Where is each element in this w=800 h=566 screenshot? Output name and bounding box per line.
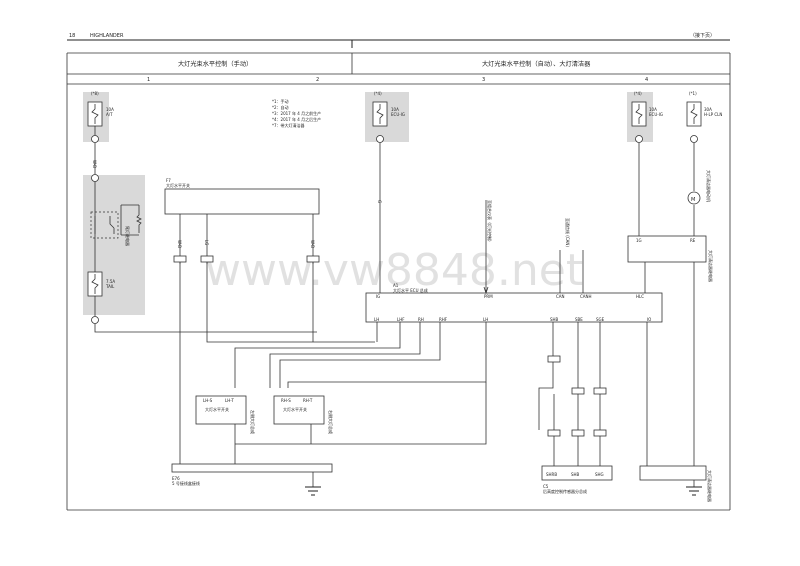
fuse-2: 7.5A TAIL [87, 271, 115, 297]
svg-text:SBE: SBE [575, 317, 583, 322]
svg-text:(*1): (*1) [689, 91, 697, 96]
svg-text:(*4): (*4) [374, 91, 382, 96]
svg-text:大灯清洁器继电器: 大灯清洁器继电器 [707, 470, 713, 502]
headlight-leveling-ecu: A1 大灯水平 ECU 总成 IG PRM CAN CANH HLC LH LH… [365, 283, 663, 323]
svg-text:30A: 30A [704, 107, 712, 112]
svg-text:E76: E76 [172, 476, 180, 481]
svg-text:*2：自动: *2：自动 [272, 104, 289, 110]
fuse-3: (*4) 10A ECU-IG [372, 91, 405, 127]
svg-text:*1：手动: *1：手动 [272, 98, 289, 104]
washer-motor [687, 191, 701, 205]
svg-text:10A: 10A [649, 107, 657, 112]
ground-symbol-2 [686, 486, 702, 496]
svg-text:大灯水平开关: 大灯水平开关 [205, 406, 229, 412]
svg-text:5 号接线盒接线: 5 号接线盒接线 [172, 480, 200, 486]
svg-text:至组合仪表（灯光控制）: 至组合仪表（灯光控制） [487, 200, 493, 244]
svg-text:TAIL: TAIL [105, 284, 115, 289]
svg-text:G: G [377, 200, 382, 203]
svg-text:大灯水平开关: 大灯水平开关 [283, 406, 307, 412]
svg-text:W-B: W-B [92, 160, 97, 168]
svg-text:1G: 1G [636, 238, 642, 243]
section-title-manual: 大灯光束水平控制（手动） [178, 60, 252, 68]
svg-text:F7: F7 [166, 178, 171, 183]
svg-text:SGE: SGE [596, 317, 605, 322]
svg-text:SHB: SHB [550, 317, 559, 322]
watermark: www.vw8848.net [205, 245, 583, 296]
column-3: 3 [482, 77, 485, 83]
svg-text:SHG: SHG [595, 472, 604, 477]
svg-text:LG: LG [204, 240, 209, 245]
rear-height-sensor: SHRB SHB SHG C5 后高度控制传感器分总成 [541, 465, 613, 494]
svg-text:W-B: W-B [177, 240, 182, 248]
svg-text:CAN: CAN [556, 294, 565, 299]
svg-text:W-B: W-B [310, 240, 315, 248]
svg-text:至通信线 (CAN): 至通信线 (CAN) [565, 218, 571, 247]
svg-text:(*4): (*4) [634, 91, 642, 96]
svg-text:SHRB: SHRB [546, 472, 557, 477]
f7-headlight-switch: F7 大灯水平开关 [164, 178, 320, 215]
fuse-5: (*1) 30A H-LP CLN [686, 91, 722, 127]
svg-text:*4：2017 年 4 月之后生产: *4：2017 年 4 月之后生产 [272, 116, 321, 122]
svg-text:右侧大灯总成: 右侧大灯总成 [328, 410, 334, 434]
continued-label: （接下页） [690, 32, 715, 39]
column-1: 1 [147, 77, 150, 83]
svg-text:10A: 10A [391, 107, 399, 112]
fuse-1: (*8) 10A A/T [87, 91, 114, 127]
fuse-4: (*4) 10A ECU-IG [631, 91, 663, 127]
svg-text:IO: IO [647, 317, 651, 322]
svg-text:RH-S: RH-S [281, 398, 291, 403]
svg-text:大灯水平开关: 大灯水平开关 [166, 182, 190, 188]
svg-text:LHF: LHF [397, 317, 405, 322]
svg-text:RE: RE [690, 238, 696, 243]
ground-symbol-1 [305, 486, 321, 496]
svg-text:RH: RH [418, 317, 424, 322]
svg-text:10A: 10A [106, 107, 114, 112]
svg-text:ECU-IG: ECU-IG [391, 112, 405, 117]
svg-text:LH: LH [483, 317, 488, 322]
svg-text:LH-T: LH-T [225, 398, 234, 403]
svg-text:后高度控制传感器分总成: 后高度控制传感器分总成 [543, 488, 587, 494]
svg-text:RHF: RHF [439, 317, 448, 322]
svg-text:IG: IG [376, 294, 380, 299]
svg-text:尾灯继电器: 尾灯继电器 [125, 226, 131, 246]
svg-text:A1: A1 [393, 283, 399, 288]
svg-text:M: M [691, 197, 695, 203]
svg-text:PRM: PRM [484, 294, 493, 299]
connectors [91, 135, 698, 324]
model-name: HIGHLANDER [90, 33, 124, 39]
svg-text:大灯清洁器继电器: 大灯清洁器继电器 [708, 250, 714, 282]
legend-notes: *1：手动 *2：自动 *3：2017 年 4 月之前生产 *4：2017 年 … [272, 98, 321, 128]
svg-text:HLC: HLC [636, 294, 644, 299]
rhs-leveling-motor: 大灯水平开关 RH-S RH-T 右侧大灯总成 [273, 395, 334, 434]
svg-text:H-LP CLN: H-LP CLN [704, 112, 722, 117]
svg-text:7.5A: 7.5A [106, 279, 115, 284]
svg-text:LH-S: LH-S [203, 398, 213, 403]
svg-text:CANH: CANH [580, 294, 592, 299]
svg-text:*3：2017 年 4 月之前生产: *3：2017 年 4 月之前生产 [272, 110, 321, 116]
svg-text:大灯清洁器电动机: 大灯清洁器电动机 [706, 170, 712, 202]
column-2: 2 [316, 77, 319, 83]
svg-text:ECU-IG: ECU-IG [649, 112, 663, 117]
svg-text:大灯水平 ECU 总成: 大灯水平 ECU 总成 [393, 287, 428, 293]
svg-text:SHB: SHB [571, 472, 580, 477]
svg-text:左侧大灯总成: 左侧大灯总成 [250, 410, 256, 434]
column-4: 4 [645, 77, 648, 83]
section-title-auto: 大灯光束水平控制（自动）、大灯清洁器 [482, 60, 591, 68]
svg-text:A/T: A/T [106, 112, 113, 117]
svg-text:(*8): (*8) [91, 91, 99, 96]
svg-text:LH: LH [374, 317, 379, 322]
tail-relay: 尾灯继电器 [90, 204, 142, 246]
svg-text:RH-T: RH-T [303, 398, 313, 403]
washer-relay: 1G RE 大灯清洁器继电器 [627, 235, 714, 282]
page-number: 18 [69, 33, 75, 39]
lhs-leveling-motor: 大灯水平开关 LH-S LH-T 左侧大灯总成 [195, 395, 256, 434]
svg-text:C5: C5 [543, 484, 549, 489]
svg-text:*7：带大灯清洁器: *7：带大灯清洁器 [272, 122, 305, 128]
